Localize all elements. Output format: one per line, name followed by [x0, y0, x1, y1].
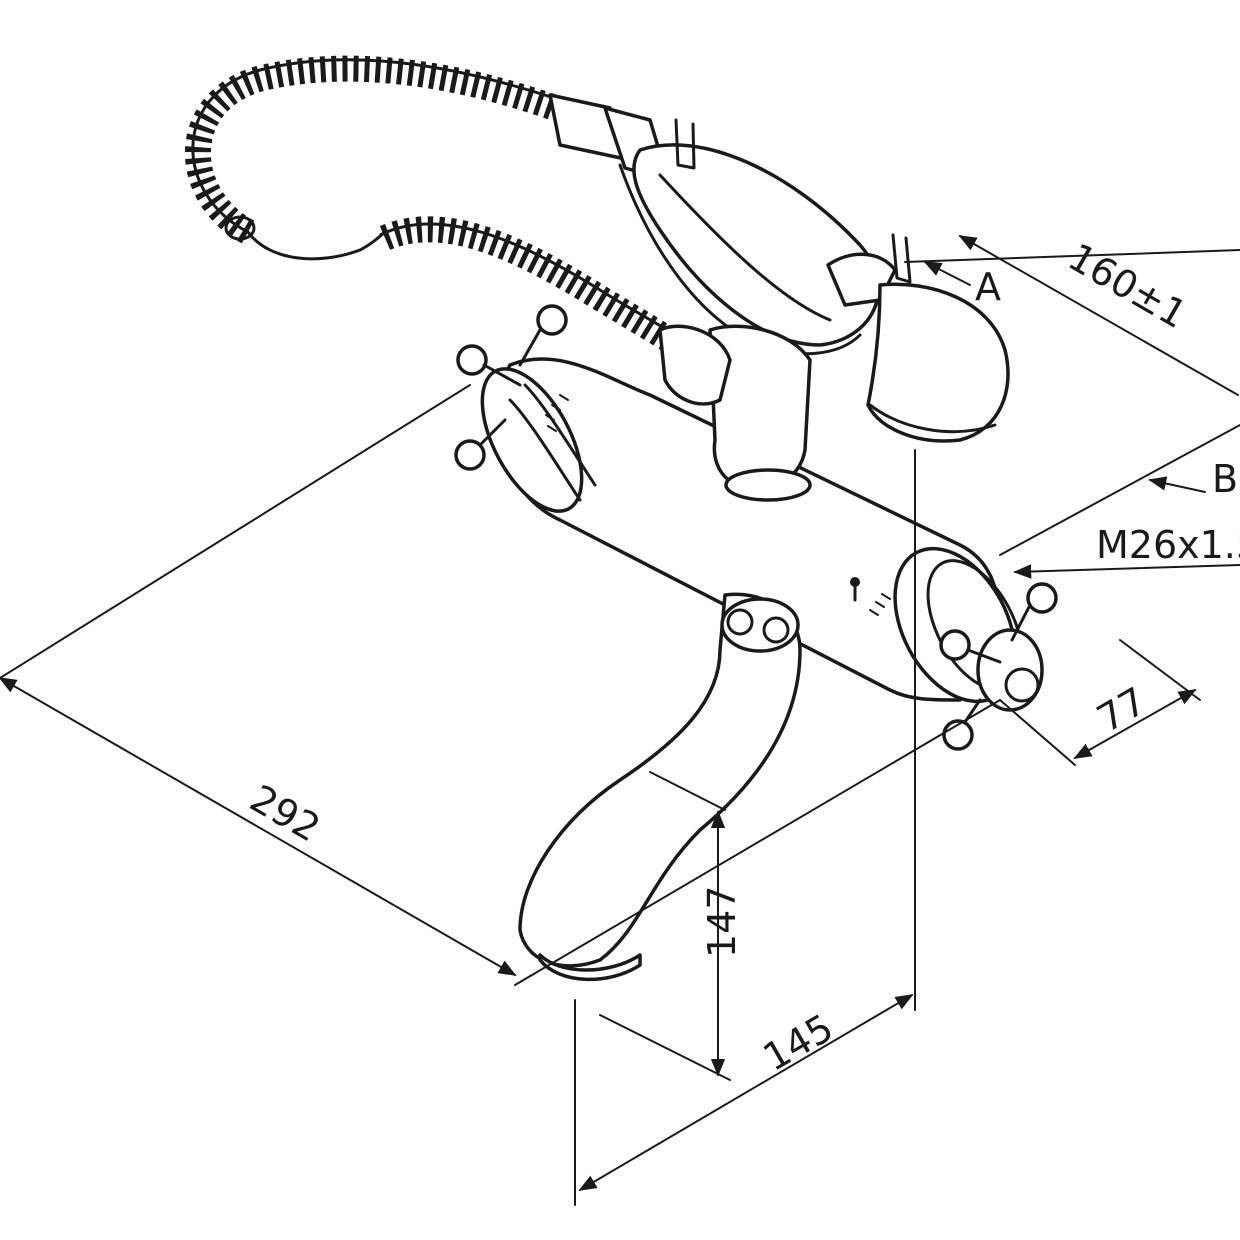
view-marker-a: A [923, 261, 1001, 309]
thread-label: M26x1.5 [1096, 523, 1240, 567]
view-b-label: B [1212, 457, 1238, 501]
view-marker-b: B [999, 424, 1240, 556]
view-a-label: A [975, 265, 1001, 309]
diverter-column [658, 324, 812, 502]
shower-hose [184, 55, 561, 261]
bath-spout [518, 592, 802, 982]
hand-shower [618, 118, 1010, 443]
dimension-77-label: 77 [1090, 679, 1154, 741]
dimension-160-label: 160±1 [1061, 235, 1194, 337]
dimension-145-label: 145 [756, 1005, 841, 1079]
right-cross-handle [939, 582, 1058, 751]
thread-callout: M26x1.5 [1013, 523, 1240, 579]
dimension-292: 292 [0, 384, 1001, 986]
dimension-292-label: 292 [243, 776, 328, 850]
dimension-147-label: 147 [700, 885, 744, 958]
lower-hose [379, 216, 693, 361]
mixer-body [480, 357, 1044, 712]
left-cross-handle [454, 304, 568, 471]
